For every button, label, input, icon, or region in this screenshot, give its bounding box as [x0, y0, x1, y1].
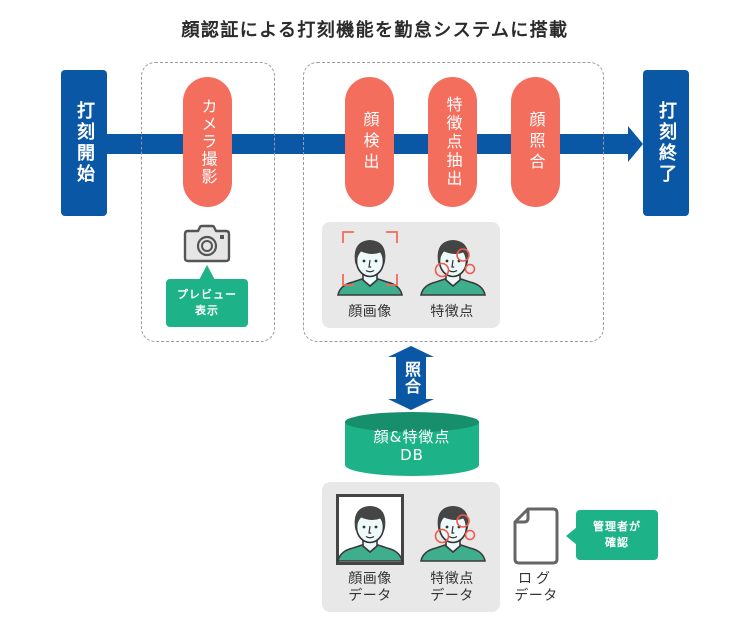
flow-end-box: 打刻終了: [643, 70, 689, 216]
feature-point-marker: [456, 248, 470, 262]
feature-point-marker: [464, 529, 476, 541]
camera-icon: [183, 224, 231, 263]
face-feature-points-icon: [420, 505, 486, 562]
main-flow-arrow-head: [628, 126, 643, 162]
storage-label-line1: 顔画像: [348, 571, 392, 587]
step-face-matching: 顔照合: [511, 77, 560, 207]
step-camera-capture: カメラ撮影: [183, 77, 232, 207]
step-label: 顔照合: [526, 110, 546, 174]
feature-point-marker: [464, 263, 476, 275]
flow-start-box: 打刻開始: [61, 70, 107, 216]
preview-callout-line1: プレビュー: [177, 288, 237, 301]
face-photo-icon: [336, 494, 404, 565]
admin-callout-line2: 確認: [605, 536, 629, 549]
feature-point-marker: [434, 262, 450, 278]
match-double-arrow: [388, 346, 434, 410]
step-label: 顔検出: [360, 110, 380, 174]
match-arrow-label-wrap: 照合: [386, 354, 436, 402]
face-feature-points-icon: [420, 239, 486, 296]
flow-start-label: 打刻開始: [74, 101, 95, 185]
step-label: 特徴点抽出: [443, 95, 463, 189]
admin-callout: 管理者が 確認: [576, 510, 658, 560]
feature-point-marker: [434, 528, 450, 544]
log-label-line1: ログ: [518, 571, 554, 587]
feature-point-marker: [456, 514, 470, 528]
admin-callout-line1: 管理者が: [593, 520, 641, 533]
step-feature-extraction: 特徴点抽出: [428, 77, 477, 207]
database-cylinder-icon: [345, 412, 479, 476]
face-detection-icon: [337, 231, 403, 296]
storage-label-line2: データ: [430, 588, 474, 604]
database-label-line2: DB: [400, 446, 424, 464]
storage-label-feature-points: 特徴点 データ: [418, 571, 486, 605]
detection-brackets: [342, 231, 398, 286]
preview-callout-line2: 表示: [195, 304, 219, 317]
storage-label-line1: 特徴点: [430, 571, 474, 587]
step-label: カメラ撮影: [198, 98, 218, 186]
recognition-stage-group: [303, 62, 604, 342]
diagram-title: 顔認証による打刻機能を勤怠システムに搭載: [181, 20, 569, 41]
capture-stage-group: [141, 62, 275, 342]
preview-callout-pointer: [199, 265, 215, 280]
detection-panel: [322, 222, 500, 328]
match-arrow-label: 照合: [402, 361, 421, 395]
flow-end-label: 打刻終了: [656, 101, 677, 185]
admin-callout-pointer: [566, 527, 577, 545]
preview-callout: プレビュー 表示: [166, 279, 248, 327]
detection-label-feature-points: 特徴点: [430, 304, 474, 320]
database-label-line1: 顔&特徴点: [373, 428, 451, 446]
database-label: 顔&特徴点 DB: [345, 428, 479, 464]
step-face-detection: 顔検出: [345, 77, 394, 207]
detection-label-face-image: 顔画像: [348, 304, 392, 320]
log-label-line2: データ: [514, 588, 558, 604]
storage-label-line2: データ: [348, 588, 392, 604]
storage-label-face-image: 顔画像 データ: [336, 571, 404, 605]
document-icon: [513, 507, 559, 565]
log-label: ログ データ: [506, 571, 566, 605]
